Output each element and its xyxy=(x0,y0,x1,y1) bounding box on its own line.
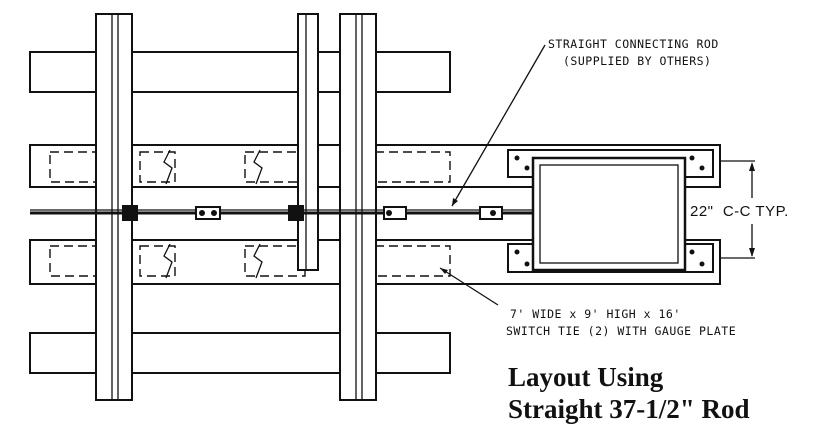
tie-plate-outline xyxy=(139,151,176,183)
switch-machine-housing xyxy=(531,156,687,272)
rod-note-line1: STRAIGHT CONNECTING ROD xyxy=(548,37,719,51)
break-symbol xyxy=(253,243,263,279)
crosstie-bottom xyxy=(29,332,451,374)
rod-note-line2: (SUPPLIED BY OTHERS) xyxy=(563,54,711,68)
rod-end-clevis xyxy=(383,206,503,220)
tie-plate-outline xyxy=(374,245,451,277)
break-symbol xyxy=(163,149,173,185)
rod-clip xyxy=(288,205,304,221)
tie-note-line2: SWITCH TIE (2) WITH GAUGE PLATE xyxy=(506,324,736,338)
dimension-cc: 22" C-C TYP. xyxy=(690,160,789,259)
crosstie-top xyxy=(29,51,451,93)
rails xyxy=(95,13,377,401)
rod-turnbuckle xyxy=(195,206,221,220)
figure-title-line1: Layout Using xyxy=(508,362,664,392)
rod-clip xyxy=(122,205,138,221)
tie-note: 7' WIDE x 9' HIGH x 16' SWITCH TIE (2) W… xyxy=(439,267,736,338)
tie-plate-outline xyxy=(139,245,176,277)
dimension-label: 22" C-C TYP. xyxy=(690,203,789,220)
switch-machine xyxy=(507,149,714,273)
rod-note: STRAIGHT CONNECTING ROD (SUPPLIED BY OTH… xyxy=(451,37,719,207)
figure-title-line2: Straight 37-1/2" Rod xyxy=(508,394,750,424)
tie-note-line1: 7' WIDE x 9' HIGH x 16' xyxy=(510,307,681,321)
switch-point-rail xyxy=(297,13,319,271)
tie-plate-outline xyxy=(374,151,451,183)
connecting-rod-assembly xyxy=(30,205,540,221)
break-symbol xyxy=(253,149,263,185)
break-symbol xyxy=(163,243,173,279)
rail-right xyxy=(339,13,377,401)
